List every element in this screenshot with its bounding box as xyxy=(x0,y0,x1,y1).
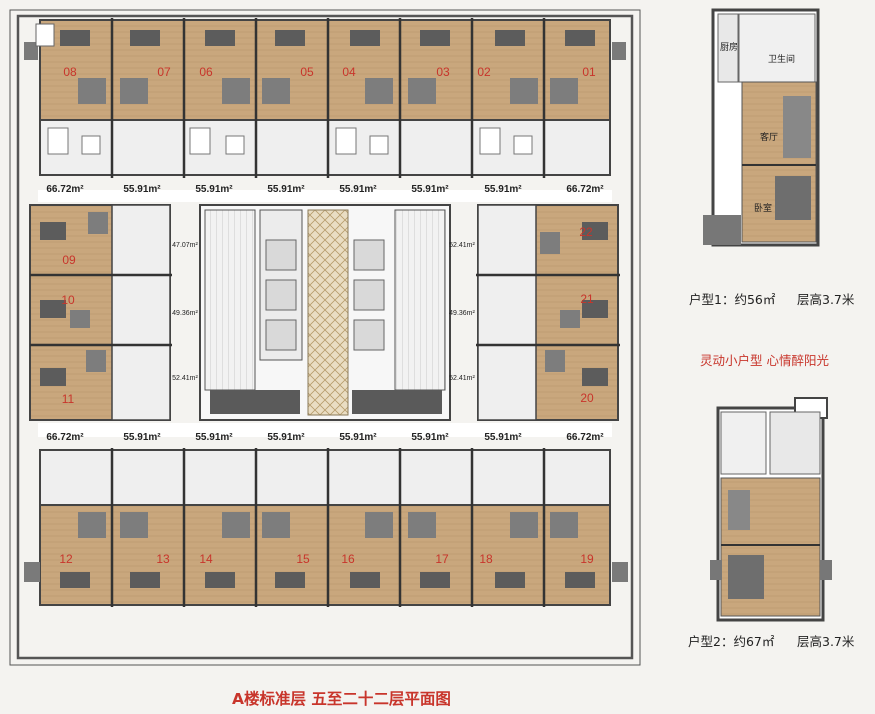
unit-number: 10 xyxy=(61,293,75,307)
unit-area: 52.41m² xyxy=(172,375,198,382)
unit-number: 20 xyxy=(580,391,594,405)
unit-area: 55.91m² xyxy=(484,432,522,443)
unit-number: 09 xyxy=(62,253,76,267)
unit-type-1-label: 户型1：约56㎡ xyxy=(689,292,776,307)
unit-number: 07 xyxy=(157,65,171,79)
unit-number: 06 xyxy=(199,65,213,79)
unit-area: 49.36m² xyxy=(172,310,198,317)
right-unit-column xyxy=(476,204,620,421)
floor-plan-title: A楼标准层 五至二十二层平面图 xyxy=(232,690,451,708)
room-label-bathroom: 卫生间 xyxy=(768,53,795,64)
slogan: 灵动小户型 心情醉阳光 xyxy=(700,353,829,368)
bottom-unit-row xyxy=(39,448,611,607)
building-frame xyxy=(9,9,641,666)
unit-number: 12 xyxy=(59,552,73,566)
unit-number: 08 xyxy=(63,65,77,79)
unit-number: 01 xyxy=(582,65,596,79)
unit-type-2-plan xyxy=(710,397,832,622)
unit-area: 66.72m² xyxy=(566,184,604,195)
unit-area: 55.91m² xyxy=(411,432,449,443)
unit-type-2-label: 户型2：约67㎡ xyxy=(688,634,775,649)
unit-number: 14 xyxy=(199,552,213,566)
unit-area: 55.91m² xyxy=(123,184,161,195)
unit-area: 49.36m² xyxy=(449,310,475,317)
corner-columns xyxy=(24,23,628,582)
unit-number: 02 xyxy=(477,65,491,79)
left-unit-column xyxy=(29,204,172,421)
top-unit-row xyxy=(39,18,611,178)
unit-number: 21 xyxy=(580,292,594,306)
unit-area: 47.07m² xyxy=(172,242,198,249)
unit-area: 55.91m² xyxy=(339,432,377,443)
room-label-bedroom: 卧室 xyxy=(754,202,772,213)
unit-number: 05 xyxy=(300,65,314,79)
unit-number: 04 xyxy=(342,65,356,79)
unit-number: 17 xyxy=(435,552,449,566)
unit-number: 22 xyxy=(579,225,593,239)
unit-area: 52.41m² xyxy=(449,375,475,382)
unit-type-2-height: 层高3.7米 xyxy=(797,634,855,649)
room-label-living-room: 客厅 xyxy=(760,131,778,142)
unit-area: 66.72m² xyxy=(566,432,604,443)
unit-area: 55.91m² xyxy=(411,184,449,195)
unit-type-1-plan xyxy=(703,8,820,247)
unit-number: 18 xyxy=(479,552,493,566)
unit-area: 55.91m² xyxy=(484,184,522,195)
unit-type-1-height: 层高3.7米 xyxy=(797,292,855,307)
building-core xyxy=(199,204,451,421)
unit-number: 03 xyxy=(436,65,450,79)
unit-area: 55.91m² xyxy=(267,432,305,443)
unit-number: 16 xyxy=(341,552,355,566)
unit-area: 66.72m² xyxy=(46,184,84,195)
unit-area: 55.91m² xyxy=(195,432,233,443)
unit-number: 15 xyxy=(296,552,310,566)
unit-area: 55.91m² xyxy=(123,432,161,443)
unit-area: 55.91m² xyxy=(267,184,305,195)
room-label-kitchen: 厨房 xyxy=(720,41,738,52)
unit-area: 55.91m² xyxy=(339,184,377,195)
unit-number: 19 xyxy=(580,552,594,566)
unit-area: 55.91m² xyxy=(195,184,233,195)
unit-area: 66.72m² xyxy=(46,432,84,443)
unit-number: 11 xyxy=(62,392,75,406)
unit-area: 52.41m² xyxy=(449,242,475,249)
unit-number: 13 xyxy=(156,552,170,566)
